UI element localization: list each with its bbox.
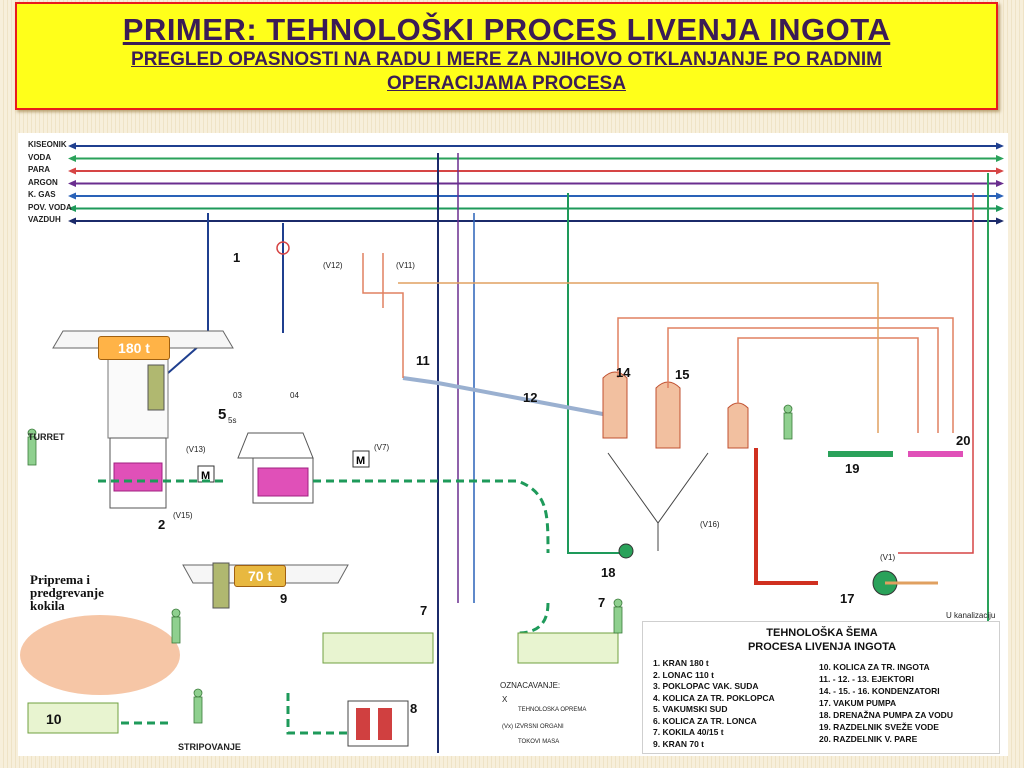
legend-item: 3. POKLOPAC VAK. SUDA: [653, 681, 759, 691]
equipment-number: 1: [233, 250, 241, 265]
title-box: PRIMER: TEHNOLOŠKI PROCES LIVENJA INGOTA…: [15, 2, 998, 110]
svg-text:M: M: [201, 470, 210, 482]
pipeline-arrow-icon: [996, 192, 1004, 200]
legend-item: 5. VAKUMSKI SUD: [653, 704, 728, 714]
equipment-number: 14: [616, 365, 631, 380]
crane-180-label: 180 t: [98, 336, 170, 360]
label-04: 04: [290, 391, 299, 400]
equipment-number: 11: [416, 353, 430, 368]
pipeline-label: VAZDUH: [28, 215, 61, 224]
equipment-number: 7: [598, 595, 606, 610]
legend-item: 17. VAKUM PUMPA: [819, 698, 897, 708]
crane-70-label: 70 t: [234, 565, 286, 587]
equipment-number: 5: [218, 406, 227, 423]
equipment-number: 10: [46, 711, 62, 727]
valve-v15-label: (V15): [173, 511, 193, 520]
equipment-number: 9: [280, 591, 288, 606]
legend-title: TEHNOLOŠKA ŠEMA PROCESA LIVENJA INGOTA: [643, 626, 1001, 654]
mold-cars-drawing: [322, 632, 619, 747]
legend-item: 7. KOKILA 40/15 t: [653, 727, 724, 737]
equipment-number: 19: [845, 461, 860, 476]
pipeline-arrow-icon: [68, 217, 76, 225]
pipeline-label: KISEONIK: [28, 140, 67, 149]
diagram-drawing: M M: [20, 142, 1004, 753]
label-03: 03: [233, 391, 242, 400]
equipment-number: 12: [523, 390, 538, 405]
pipeline-arrow-icon: [68, 192, 76, 200]
legend-title-line-1: TEHNOLOŠKA ŠEMA: [766, 627, 878, 639]
valve-v16-label: (V16): [700, 520, 720, 529]
ladle-drawing: [109, 437, 167, 509]
pipeline-label: POV. VODA: [28, 202, 72, 212]
pipeline-arrow-icon: [68, 155, 76, 162]
valve-v7-label: (V7): [374, 443, 390, 452]
symbol-organ: (Vx) IZVRSNI ORGANI: [502, 724, 564, 730]
stripovanje-label: STRIPOVANJE: [178, 742, 241, 752]
symbol-x: X: [502, 695, 508, 704]
label-5s: 5s: [228, 416, 237, 425]
legend-item: 19. RAZDELNIK SVEŽE VODE: [819, 722, 939, 732]
legend-item: 1. KRAN 180 t: [653, 658, 709, 668]
equipment-number: 2: [158, 517, 166, 532]
subtitle-line-2: OPERACIJAMA PROCESA: [387, 73, 626, 94]
pipeline-arrow-icon: [996, 205, 1004, 212]
condensers-drawing: [602, 371, 749, 551]
legend-item: 6. KOLICA ZA TR. LONCA: [653, 715, 757, 726]
valve-v13-label: (V13): [186, 445, 206, 454]
pipeline-arrow-icon: [996, 167, 1004, 175]
pipeline-label: PARA: [28, 165, 51, 174]
symbol-oprema: TEHNOLOSKA OPREMA: [518, 707, 587, 713]
legend-item: 10. KOLICA ZA TR. INGOTA: [819, 662, 930, 672]
svg-text:M: M: [356, 455, 365, 467]
pipeline-label: ARGON: [28, 177, 58, 187]
valve-v12-label: (V12): [323, 261, 343, 270]
pipeline-label: VODA: [28, 152, 52, 162]
legend-title-line-2: PROCESA LIVENJA INGOTA: [747, 641, 897, 653]
slide-subtitle: PREGLED OPASNOSTI NA RADU I MERE ZA NJIH…: [17, 48, 996, 96]
legend-item: 20. RAZDELNIK V. PARE: [819, 734, 918, 744]
equipment-number: 18: [601, 565, 616, 580]
preheating-label: Priprema i predgrevanje kokila: [30, 573, 104, 612]
equipment-number: 17: [840, 591, 855, 606]
legend-item: 18. DRENAŽNA PUMPA ZA VODU: [819, 710, 953, 720]
equipment-number: 15: [675, 367, 690, 382]
drain-label: U kanalizaciju: [946, 611, 996, 620]
process-diagram: M M: [18, 133, 1008, 756]
pipeline-arrow-icon: [996, 155, 1004, 162]
pipeline-arrow-icon: [68, 205, 76, 212]
preheating-line-2: predgrevanje: [30, 585, 104, 600]
slide-title: PRIMER: TEHNOLOŠKI PROCES LIVENJA INGOTA: [122, 12, 891, 47]
valve-v11-label: (V11): [396, 261, 415, 270]
preheating-line-1: Priprema i: [30, 572, 91, 587]
legend-item: 14. - 15. - 16. KONDENZATORI: [819, 686, 940, 696]
equipment-number: 20: [956, 433, 971, 448]
symbol-key-title: OZNACAVANJE:: [500, 681, 561, 690]
legend-item: 2. LONAC 110 t: [653, 669, 714, 680]
turret-label: TURRET: [28, 432, 65, 442]
pipeline-arrow-icon: [68, 180, 76, 187]
legend-box: TEHNOLOŠKA ŠEMA PROCESA LIVENJA INGOTA 1…: [642, 621, 1000, 754]
pipeline-headers: [68, 142, 1004, 225]
subtitle-line-1: PREGLED OPASNOSTI NA RADU I MERE ZA NJIH…: [131, 49, 882, 70]
pipeline-label: K. GAS: [28, 190, 56, 199]
pipeline-arrow-icon: [68, 142, 76, 150]
legend-item: 4. KOLICA ZA TR. POKLOPCA: [653, 692, 775, 703]
valve-v1-label: (V1): [880, 553, 896, 562]
pipeline-arrow-icon: [996, 142, 1004, 150]
pipeline-arrow-icon: [996, 217, 1004, 225]
preheating-line-3: kokila: [30, 598, 65, 613]
equipment-number: 7: [420, 603, 428, 618]
symbol-masa: TOKOVI MASA: [518, 739, 560, 745]
vacuum-vessel-drawing: [237, 432, 314, 504]
legend-item: 9. KRAN 70 t: [653, 738, 705, 749]
equipment-number: 8: [410, 701, 418, 716]
pipeline-arrow-icon: [68, 167, 76, 175]
legend-item: 11. - 12. - 13. EJEKTORI: [819, 674, 914, 684]
pipeline-arrow-icon: [996, 180, 1004, 187]
